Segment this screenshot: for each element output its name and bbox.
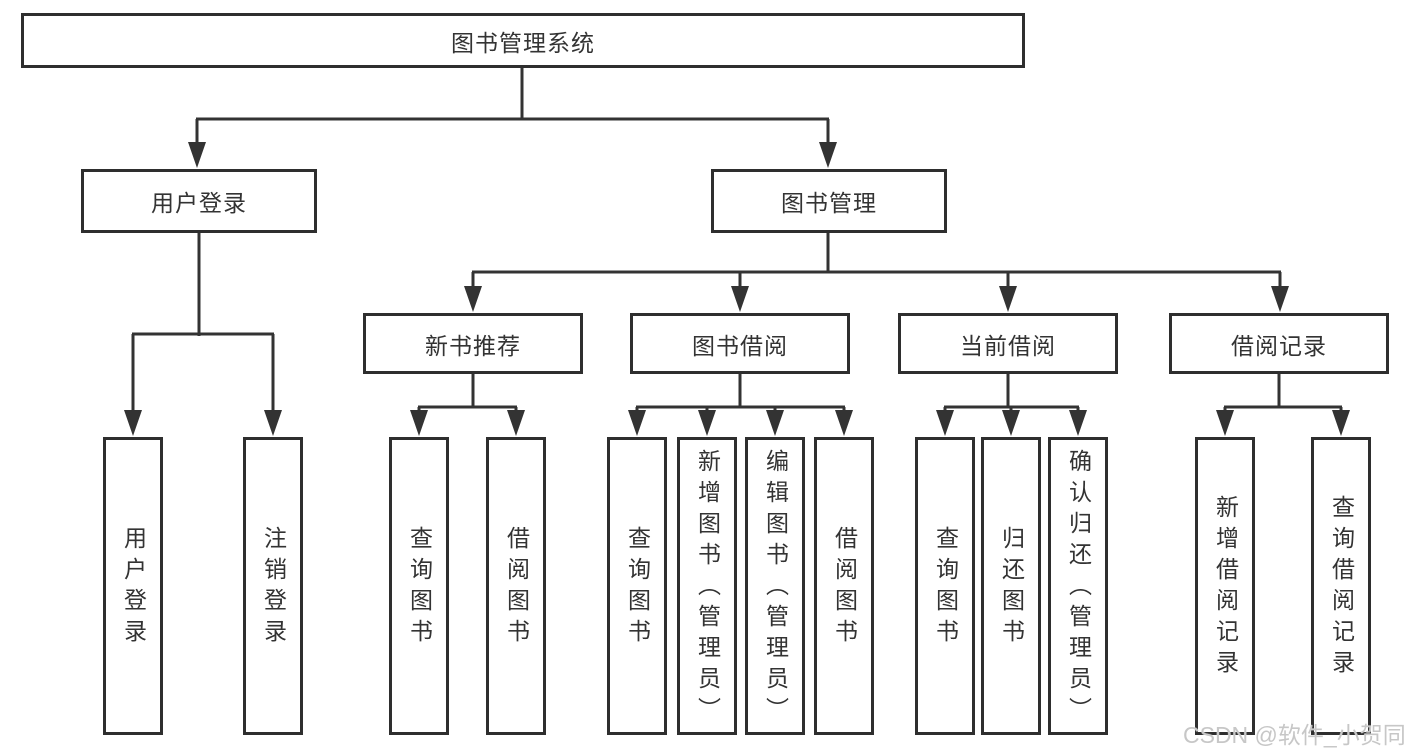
node-book-management-module: 图书管理 (711, 169, 947, 233)
node-cb-query-book: 查询图书 (915, 437, 975, 735)
node-br-query-record: 查询借阅记录 (1311, 437, 1371, 735)
node-bb-add-book-admin: 新增图书（管理员） (677, 437, 737, 735)
node-rec-query-book: 查询图书 (389, 437, 449, 735)
node-rec-borrow-book: 借阅图书 (486, 437, 546, 735)
node-bb-borrow-book: 借阅图书 (814, 437, 874, 735)
node-new-book-recommend: 新书推荐 (363, 313, 583, 374)
node-bb-edit-book-admin: 编辑图书（管理员） (745, 437, 805, 735)
node-book-borrow: 图书借阅 (630, 313, 850, 374)
node-borrow-records: 借阅记录 (1169, 313, 1389, 374)
node-br-add-record: 新增借阅记录 (1195, 437, 1255, 735)
node-logout: 注销登录 (243, 437, 303, 735)
node-root-system: 图书管理系统 (21, 13, 1025, 68)
node-user-login-module: 用户登录 (81, 169, 317, 233)
node-bb-query-book: 查询图书 (607, 437, 667, 735)
node-current-borrow: 当前借阅 (898, 313, 1118, 374)
node-user-login: 用户登录 (103, 437, 163, 735)
csdn-watermark: CSDN @软件_小贺同学 (1183, 722, 1405, 748)
node-cb-return-book: 归还图书 (981, 437, 1041, 735)
node-cb-confirm-return-admin: 确认归还（管理员） (1048, 437, 1108, 735)
